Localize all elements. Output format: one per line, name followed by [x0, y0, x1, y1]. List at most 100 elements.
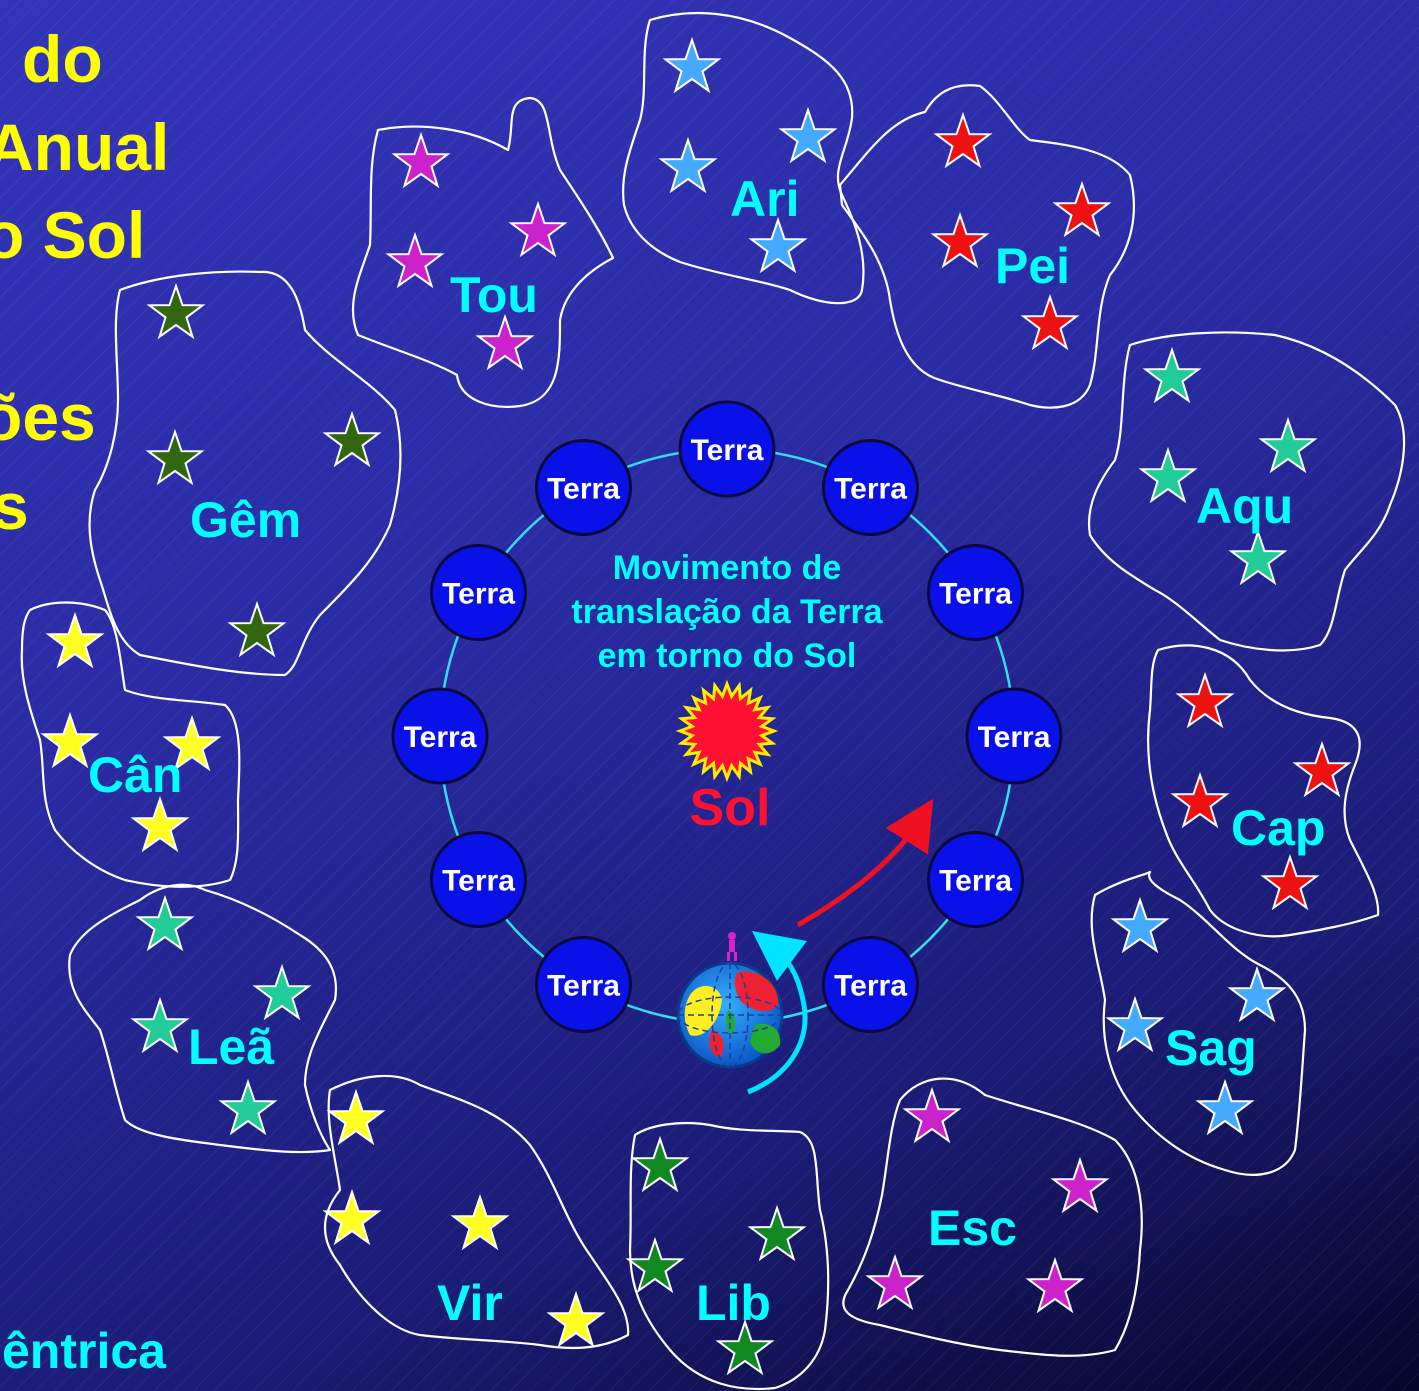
label-cap: Cap	[1231, 800, 1325, 856]
earth-circle	[965, 687, 1063, 785]
star-icon-gem-3	[145, 428, 205, 486]
label-gem: Gêm	[190, 492, 301, 548]
star-icon-cap-3	[1170, 771, 1230, 829]
star-icon-vir-3	[322, 1188, 382, 1246]
earth-position-3: Terra	[927, 544, 1024, 641]
label-vir: Vir	[437, 1275, 503, 1331]
star-icon-lib-2	[747, 1204, 807, 1262]
star-icon-lib-1	[630, 1135, 690, 1193]
star-icon-vir-1	[326, 1088, 386, 1146]
star-icon-esc-2	[1050, 1156, 1110, 1214]
earth-position-6: Terra	[822, 936, 919, 1033]
title-line-5: ões	[0, 380, 96, 454]
star-icon-cap-2	[1292, 740, 1352, 798]
star-icon-ari-1	[662, 36, 722, 94]
star-icon-tou-3	[385, 231, 445, 289]
star-icon-aqu-3	[1138, 446, 1198, 504]
star-icon-aqu-1	[1142, 346, 1202, 404]
label-can: Cân	[88, 747, 182, 803]
star-icon-lea-3	[130, 996, 190, 1054]
star-icon-esc-3	[865, 1253, 925, 1311]
outline-lib	[628, 1121, 830, 1391]
earth-label: Terra	[442, 865, 515, 898]
earth-circle	[822, 439, 919, 536]
earth-label: Terra	[442, 578, 515, 611]
outline-aqu	[1087, 331, 1406, 652]
outline-tou	[351, 96, 615, 408]
earth-circle	[430, 544, 527, 641]
outline-cap	[1147, 644, 1380, 938]
star-icon-sag-1	[1110, 896, 1170, 954]
earth-circle	[430, 831, 527, 928]
title-line-3: o Sol	[0, 198, 146, 272]
observer-icon	[727, 932, 737, 961]
star-icon-cap-1	[1175, 671, 1235, 729]
label-sag: Sag	[1165, 1020, 1257, 1076]
star-icon-can-1	[45, 611, 105, 669]
star-icon-lea-2	[252, 963, 312, 1021]
earth-circle	[678, 400, 776, 498]
star-icon-vir-2	[450, 1193, 510, 1251]
earth-position-5: Terra	[927, 831, 1024, 928]
star-icon-lea-1	[135, 894, 195, 952]
star-icon-can-3	[40, 711, 100, 769]
star-icon-esc-4	[1025, 1256, 1085, 1314]
center-text-line-1: Movimento de	[613, 549, 842, 587]
center-text-line-2: translação da Terra	[571, 593, 883, 631]
earth-circle	[391, 687, 489, 785]
earth-label: Terra	[939, 865, 1012, 898]
footer-text: êntrica	[2, 1323, 166, 1379]
sun-label: Sol	[690, 779, 771, 837]
earth-position-2: Terra	[822, 439, 919, 536]
earth-label: Terra	[547, 473, 620, 506]
outline-gem	[88, 270, 402, 677]
earth-label: Terra	[939, 578, 1012, 611]
star-icon-aqu-2	[1258, 416, 1318, 474]
earth-label: Terra	[691, 434, 764, 467]
earth-circle	[927, 831, 1024, 928]
star-icon-pei-1	[933, 111, 993, 169]
earth-positions: TerraTerraTerraTerraTerraTerraTerraTerra…	[391, 400, 1063, 1033]
sun-icon	[675, 679, 779, 783]
constellation-outlines	[20, 11, 1406, 1391]
star-icon-ari-2	[778, 106, 838, 164]
star-icon-tou-2	[508, 200, 568, 258]
star-icon-sag-2	[1227, 965, 1287, 1023]
earth-circle	[535, 936, 632, 1033]
outline-pei	[838, 84, 1136, 409]
center-text-line-3: em torno do Sol	[598, 637, 857, 675]
star-icon-lea-4	[218, 1078, 278, 1136]
earth-label: Terra	[834, 970, 907, 1003]
earth-circle	[927, 544, 1024, 641]
label-lea: Leã	[188, 1019, 274, 1075]
globe-icon	[676, 932, 784, 1069]
star-icon-pei-2	[1052, 180, 1112, 238]
title-line-2: Anual	[0, 110, 170, 184]
star-icon-aqu-4	[1228, 528, 1288, 586]
constellation-labels: Tou Ari Pei Aqu Cap Sag Esc Lib Vir Leã …	[88, 171, 1325, 1331]
label-tou: Tou	[450, 267, 538, 323]
earth-label: Terra	[834, 473, 907, 506]
outline-vir	[323, 1074, 630, 1350]
earth-circle	[535, 439, 632, 536]
earth-position-7: Terra	[535, 936, 632, 1033]
star-icon-can-2	[162, 714, 222, 772]
label-pei: Pei	[995, 238, 1070, 294]
earth-label: Terra	[978, 721, 1051, 754]
star-icon-pei-4	[1020, 293, 1080, 351]
stars-layer	[40, 36, 1352, 1376]
star-icon-cap-4	[1260, 853, 1320, 911]
earth-position-11: Terra	[535, 439, 632, 536]
star-icon-tou-1	[391, 131, 451, 189]
title-line-1: do	[22, 22, 103, 96]
outline-lea	[68, 883, 338, 1154]
label-ari: Ari	[730, 171, 799, 227]
label-esc: Esc	[928, 1200, 1017, 1256]
star-icon-ari-3	[658, 136, 718, 194]
star-icon-gem-2	[322, 410, 382, 468]
outline-ari	[622, 11, 865, 305]
star-icon-can-4	[130, 795, 190, 853]
earth-circle	[822, 936, 919, 1033]
star-icon-sag-3	[1105, 995, 1165, 1053]
orbit-direction-arrow	[796, 798, 934, 928]
